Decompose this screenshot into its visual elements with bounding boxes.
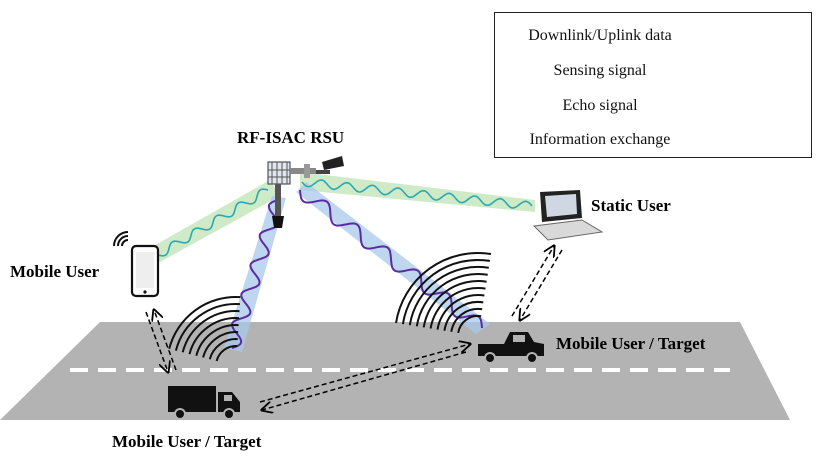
echo-arc [408,265,489,326]
legend-box: Downlink/Uplink data Sensing signal Echo… [494,12,812,158]
echo-arc [188,317,240,355]
echo-arcs-truck [168,296,241,362]
echo-arc [208,338,238,360]
echo-arc [202,331,239,358]
echo-arc [415,273,488,327]
mobile-user-label: Mobile User [10,262,100,281]
legend-label-data: Downlink/Uplink data [528,27,672,44]
echo-arc [450,307,483,332]
data-wave-mobile [157,188,269,257]
rsu-label: RF-ISAC RSU [237,128,345,147]
echo-arcs-car [395,251,492,334]
rsu-icon [267,156,344,228]
echo-arc [215,344,238,362]
exchange-phone-truck [145,310,177,372]
echo-arc [181,310,240,353]
exchange-car-laptop [511,246,563,320]
echo-arc [422,280,487,328]
mobile-phone-icon [113,231,160,298]
echo-arc [168,296,241,350]
exchange-truck-car [260,344,470,410]
legend-label-sensing: Sensing signal [553,62,647,79]
beam-to-static-user [300,172,535,212]
truck-icon [168,386,240,420]
pickup-car-icon [478,332,544,364]
laptop-icon [532,190,604,241]
legend-label-exchange: Information exchange [529,131,671,148]
echo-arc [457,314,482,334]
echo-arc [401,258,491,325]
legend-label-echo: Echo signal [562,97,638,114]
static-user-label: Static User [591,196,671,215]
echo-arc [429,287,486,329]
target-bottom-label: Mobile User / Target [112,432,262,451]
echo-arc [395,251,492,324]
echo-arc [174,303,240,351]
data-wave-static [301,179,533,209]
beam-to-mobile-user [150,180,280,262]
target-right-label: Mobile User / Target [556,334,706,353]
echo-arc [436,294,485,330]
echo-arc [195,324,239,357]
echo-arc [443,300,484,331]
